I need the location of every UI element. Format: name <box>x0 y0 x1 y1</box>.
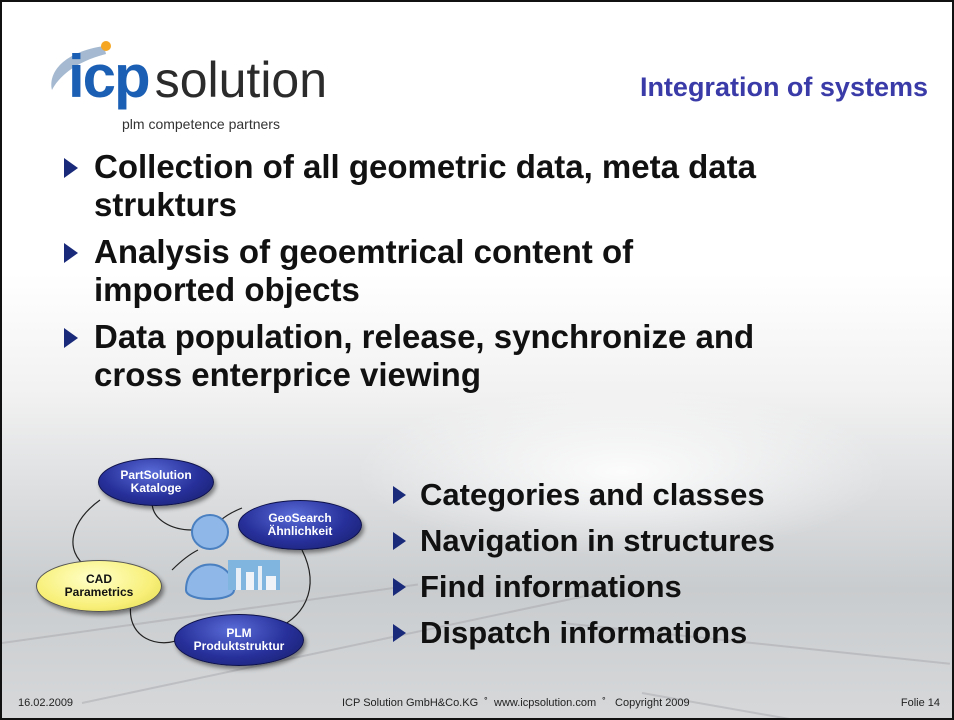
cad-sublabel: Parametrics <box>64 585 134 599</box>
triangle-bullet-icon <box>64 243 78 263</box>
slide-title: Integration of systems <box>639 72 928 102</box>
sub-bullet-text: Find informations <box>420 569 682 604</box>
cad-label: CAD <box>86 572 112 586</box>
sub-bullet-item: Categories and classes <box>393 472 775 518</box>
triangle-bullet-icon <box>64 158 78 178</box>
bullet-item: Data population, release, synchronize an… <box>64 318 914 394</box>
geosearch-sublabel: Ähnlichkeit <box>267 524 333 538</box>
sub-bullet-text: Navigation in structures <box>420 523 775 558</box>
sub-bullet-text: Dispatch informations <box>420 615 748 650</box>
plm-label: PLM <box>226 626 252 640</box>
partsolution-sublabel: Kataloge <box>130 481 182 495</box>
partsolution-label: PartSolution <box>120 468 192 482</box>
bullet-line-2: strukturs <box>94 186 238 223</box>
diagram-connectors <box>72 499 311 644</box>
triangle-bullet-icon <box>393 624 406 642</box>
main-bullet-list: Collection of all geometric data, meta d… <box>64 148 914 403</box>
bullet-line-2: cross enterprice viewing <box>94 356 481 393</box>
sub-bullet-item: Navigation in structures <box>393 518 775 564</box>
triangle-bullet-icon <box>393 532 406 550</box>
bullet-line-1: Analysis of geoemtrical content of <box>94 233 634 270</box>
bullet-item: Collection of all geometric data, meta d… <box>64 148 914 224</box>
logo-solution-text: solution <box>154 52 328 108</box>
footer-date: 16.02.2009 <box>18 697 74 709</box>
sub-bullet-item: Find informations <box>393 564 775 610</box>
geosearch-label: GeoSearch <box>268 511 332 525</box>
factory-image-icon <box>228 560 280 590</box>
bullet-line-1: Data population, release, synchronize an… <box>94 318 755 355</box>
footer-copyright: ICP Solution GmbH&Co.KG ˚ www.icpsolutio… <box>342 697 690 709</box>
bullet-item: Analysis of geoemtrical content of impor… <box>64 233 914 309</box>
plm-sublabel: Produktstruktur <box>193 639 285 653</box>
secondary-bullet-list: Categories and classes Navigation in str… <box>393 472 775 656</box>
logo-icp-text: icp <box>68 43 151 110</box>
triangle-bullet-icon <box>393 578 406 596</box>
bullet-line-1: Collection of all geometric data, meta d… <box>94 148 756 185</box>
triangle-bullet-icon <box>393 486 406 504</box>
footer-page-number: Folie 14 <box>900 697 940 709</box>
sub-bullet-item: Dispatch informations <box>393 610 775 656</box>
user-icon <box>184 514 236 600</box>
logo-swoosh-icon <box>51 41 111 90</box>
logo-tagline: plm competence partners <box>122 116 280 132</box>
triangle-bullet-icon <box>64 328 78 348</box>
sub-bullet-text: Categories and classes <box>420 477 765 512</box>
bullet-line-2: imported objects <box>94 271 360 308</box>
